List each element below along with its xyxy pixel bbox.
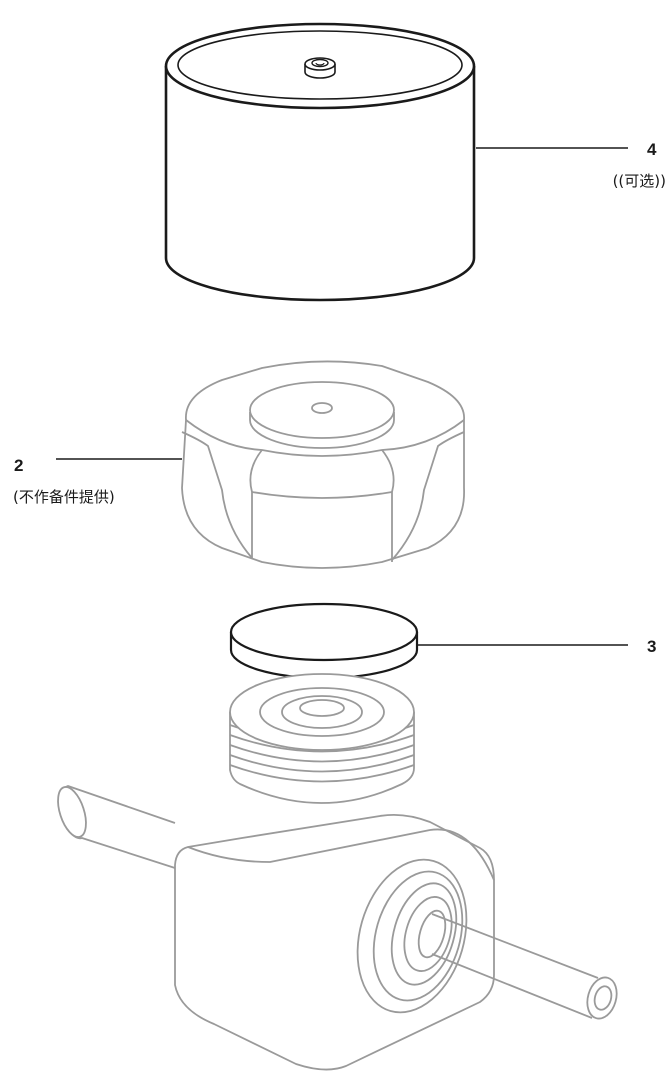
- nut-flat-left: [181, 431, 253, 559]
- threaded-neck: [229, 673, 415, 804]
- hex-nut-part-2: [181, 360, 465, 569]
- nut-flat-center-left: [249, 449, 263, 558]
- nut-flat-center-right: [381, 449, 395, 562]
- callout-number-4: 4: [647, 140, 657, 159]
- right-port-fitting: [356, 858, 468, 1014]
- nut-flat-right: [391, 431, 465, 561]
- valve-body: [57, 673, 618, 1071]
- callout-number-3: 3: [647, 637, 657, 656]
- left-pipe-end: [57, 786, 87, 838]
- callout-note-optional: ((可选)): [612, 172, 666, 190]
- callout-number-2: 2: [14, 456, 24, 475]
- nut-chamfer-edge: [185, 419, 465, 457]
- cap-body: [164, 66, 476, 302]
- cap-center-nipple: [304, 57, 336, 79]
- disc-part-3: [229, 602, 419, 680]
- block-top-edge: [187, 828, 495, 881]
- callout-note-not-spare-part: (不作备件提供): [13, 488, 115, 506]
- nut-flat-center-bottom: [251, 491, 393, 499]
- right-pipe-end-inner: [593, 985, 613, 1011]
- nut-center-hole: [311, 402, 333, 414]
- right-pipe: [431, 913, 599, 1019]
- disc-top: [229, 602, 419, 662]
- cap-part-4: [164, 22, 476, 302]
